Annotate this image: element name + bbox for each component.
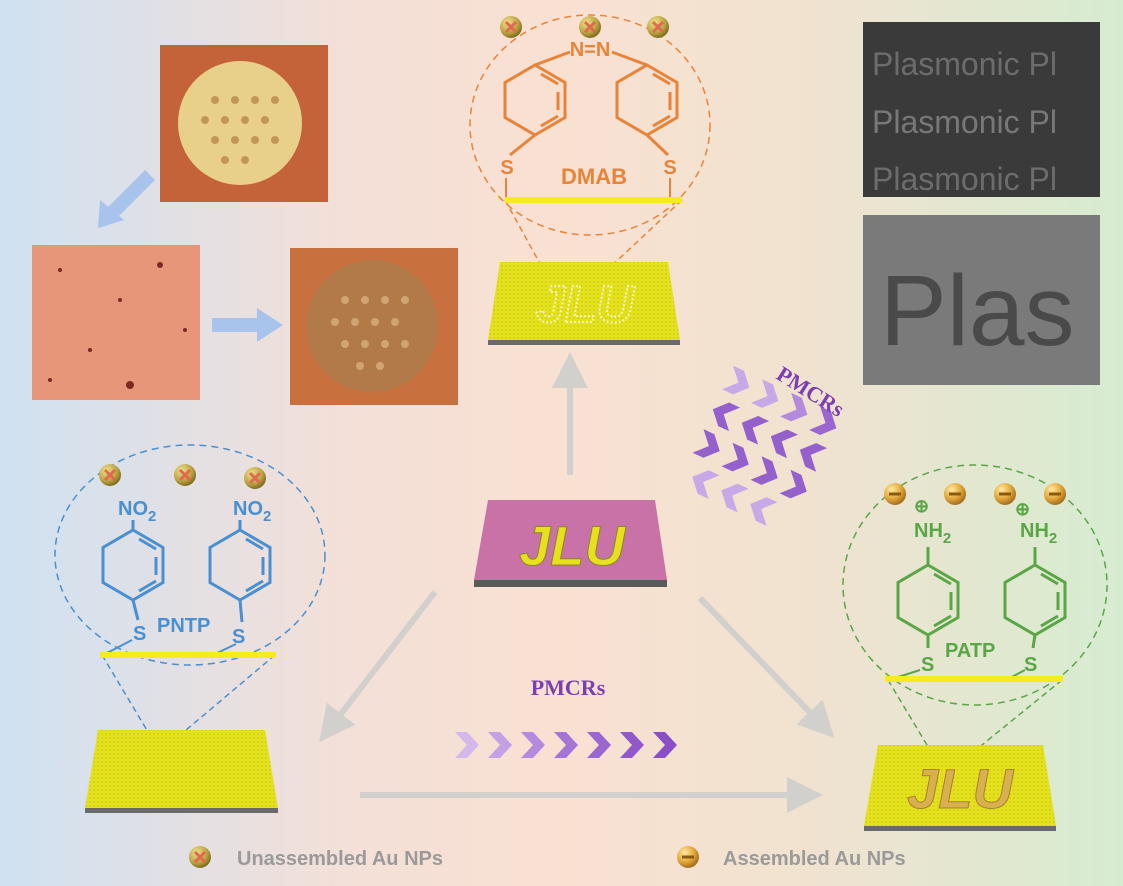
legend: Unassembled Au NPs Assembled Au NPs [187, 844, 906, 870]
unassembled-np-icon [498, 14, 524, 40]
nitro-label: NO2 [233, 498, 271, 525]
sulfur-label: S [232, 626, 245, 648]
azo-label: N=N [570, 39, 611, 61]
assembled-np-icon [677, 846, 699, 868]
sulfur-label: S [663, 157, 676, 179]
blue-arrowhead-down [98, 200, 124, 228]
blue-arrow-down [105, 170, 155, 220]
assembled-np-icon [944, 483, 966, 505]
substrate-text: JLU [536, 276, 636, 334]
sulfur-label: S [500, 157, 513, 179]
sem-text-large: Plas [880, 255, 1075, 367]
legend-assembled: Assembled Au NPs [723, 848, 906, 870]
pmcrs-label-bottom: PMCRs [531, 675, 606, 700]
substrate-pntp [85, 730, 278, 813]
positive-charge-icon: ⊕ [1015, 499, 1030, 519]
sem-image-large: Plas [863, 215, 1100, 385]
substrate-text: JLU [519, 514, 626, 577]
photo-plain-substrate [32, 245, 200, 400]
substrate-center: JLU [474, 500, 667, 587]
substrate-patp: JLU [864, 745, 1056, 831]
sem-text-row: Plasmonic Pl [872, 46, 1057, 82]
unassembled-np-icon [577, 14, 603, 40]
unassembled-np-icon [645, 14, 671, 40]
blue-arrow-right [212, 318, 257, 332]
legend-unassembled: Unassembled Au NPs [237, 848, 443, 870]
unassembled-np-icon [172, 462, 198, 488]
amine-label: NH2 [914, 520, 951, 547]
sulfur-label: S [921, 654, 934, 676]
sem-text-row: Plasmonic Pl [872, 161, 1057, 197]
assembled-np-icon [884, 483, 906, 505]
dmab-label: DMAB [561, 164, 627, 189]
patp-label: PATP [945, 640, 995, 662]
reaction-arrows [318, 352, 835, 813]
sem-text-row: Plasmonic Pl [872, 104, 1057, 140]
sulfur-label: S [133, 623, 146, 645]
photo-recovered-pattern [290, 248, 458, 405]
photo-patterned-gold [160, 45, 328, 202]
pntp-label: PNTP [157, 615, 210, 637]
assembled-np-icon [1044, 483, 1066, 505]
substrate-text: JLU [907, 757, 1014, 820]
sulfur-label: S [1024, 654, 1037, 676]
positive-charge-icon: ⊕ [914, 496, 929, 516]
unassembled-np-icon [242, 465, 268, 491]
assembled-np-icon [994, 483, 1016, 505]
nitro-label: NO2 [118, 498, 156, 525]
unassembled-np-icon [187, 844, 213, 870]
blue-arrowhead-right [257, 308, 283, 342]
amine-label: NH2 [1020, 520, 1057, 547]
sem-image-rows: Plasmonic Pl Plasmonic Pl Plasmonic Pl [863, 22, 1100, 197]
unassembled-np-icon [97, 462, 123, 488]
substrate-dmab: JLU [488, 262, 680, 345]
